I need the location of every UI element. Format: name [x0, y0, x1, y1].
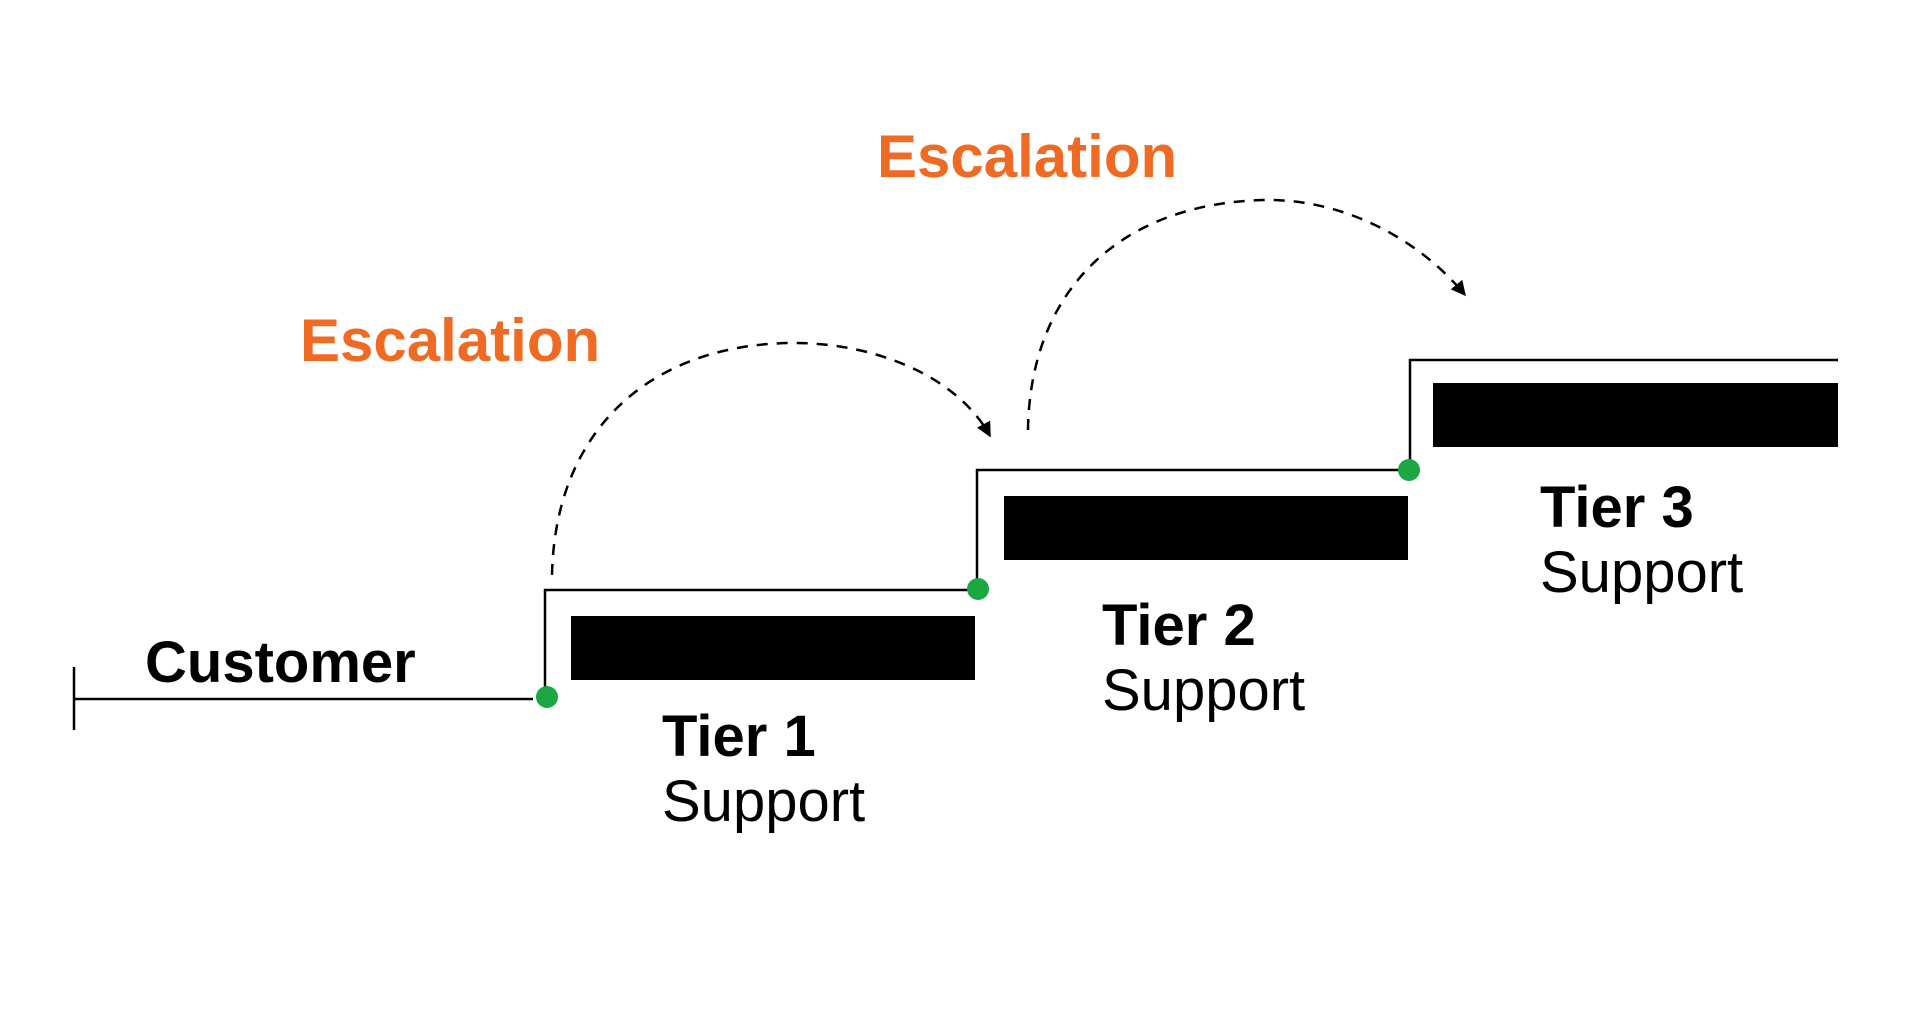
tier-2-step-outline [975, 468, 1412, 589]
tier-1-bar [571, 616, 975, 680]
tier-2-sub: Support [1102, 658, 1305, 723]
tier-3-step-outline [1408, 358, 1838, 470]
escalation-arrow-1 [550, 341, 992, 576]
escalation-label-1: Escalation [300, 307, 600, 374]
tier-3-sub: Support [1540, 540, 1743, 605]
tier-2-node-dot [1398, 459, 1420, 481]
tier-1-step-outline [543, 588, 980, 697]
tier-1-node-dot [967, 578, 989, 600]
tier-3-bar [1433, 383, 1838, 447]
escalation-arrow-2 [1026, 198, 1466, 431]
customer-node-dot [536, 686, 558, 708]
tier-3-name: Tier 3 [1540, 475, 1694, 540]
tier-2-bar [1004, 496, 1408, 560]
tier-1-name: Tier 1 [662, 704, 816, 769]
tier-2-name: Tier 2 [1102, 593, 1256, 658]
escalation-label-2: Escalation [877, 123, 1177, 190]
tier-1-sub: Support [662, 769, 865, 834]
customer-label: Customer [145, 630, 416, 695]
